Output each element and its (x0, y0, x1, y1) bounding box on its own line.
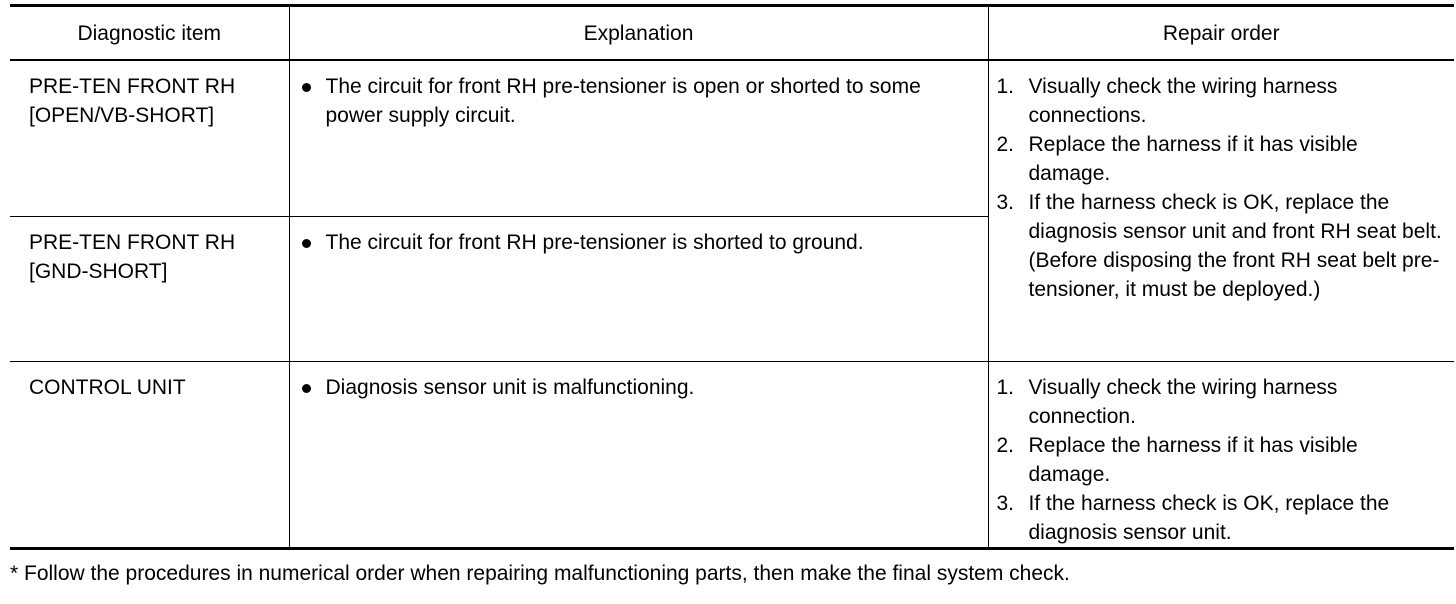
explanation-cell: Diagnosis sensor unit is malfunctioning. (288, 361, 989, 550)
table-row: PRE-TEN FRONT RH [OPEN/VB-SHORT] The cir… (10, 60, 1454, 362)
step-number: 3. (996, 191, 1015, 214)
repair-step: 2. Replace the harness if it has visible… (997, 431, 1443, 489)
diagnostic-item-cell: CONTROL UNIT (10, 361, 290, 550)
diagnostic-item-name: PRE-TEN FRONT RH (29, 231, 236, 254)
repair-steps: 1. Visually check the wiring harness con… (989, 61, 1455, 304)
explanation-text: Diagnosis sensor unit is malfunctioning. (325, 376, 695, 399)
explanation-cell: The circuit for front RH pre-tensioner i… (288, 216, 988, 362)
step-text: Replace the harness if it has visible da… (1028, 133, 1358, 185)
diagnostic-item-name: CONTROL UNIT (29, 376, 186, 399)
step-text: If the harness check is OK, replace the … (1028, 492, 1390, 544)
diagnostic-item-code: [GND-SHORT] (29, 260, 168, 283)
step-text: If the harness check is OK, replace the … (1028, 191, 1442, 243)
table-header-row: Diagnostic item Explanation Repair order (10, 4, 1454, 61)
step-number: 3. (996, 492, 1015, 515)
repair-step: 3. If the harness check is OK, replace t… (997, 188, 1443, 304)
repair-steps: 1. Visually check the wiring harness con… (989, 362, 1455, 547)
header-explanation: Explanation (288, 4, 989, 61)
diagnostic-item-name: PRE-TEN FRONT RH (29, 75, 236, 98)
repair-step: 2. Replace the harness if it has visible… (997, 130, 1443, 188)
diagnostic-item-cell: PRE-TEN FRONT RH [OPEN/VB-SHORT] (10, 60, 290, 217)
diagnostic-item-code: [OPEN/VB-SHORT] (29, 104, 215, 127)
repair-order-cell: 1. Visually check the wiring harness con… (987, 60, 1455, 362)
table-row: CONTROL UNIT Diagnosis sensor unit is ma… (10, 361, 1455, 550)
header-repair-order: Repair order (987, 4, 1454, 61)
step-note: (Before disposing the front RH seat belt… (1028, 249, 1440, 301)
explanation-text: The circuit for front RH pre-tensioner i… (325, 231, 864, 254)
repair-order-cell: 1. Visually check the wiring harness con… (987, 361, 1455, 550)
explanation-cell: The circuit for front RH pre-tensioner i… (288, 60, 989, 217)
step-number: 1. (996, 75, 1015, 98)
step-number: 2. (996, 434, 1015, 457)
repair-step: 1. Visually check the wiring harness con… (997, 373, 1443, 431)
header-diagnostic-item: Diagnostic item (10, 4, 290, 61)
repair-step: 1. Visually check the wiring harness con… (997, 72, 1443, 130)
footnote: * Follow the procedures in numerical ord… (10, 562, 1070, 585)
step-number: 2. (996, 133, 1015, 156)
diagnostic-table: Diagnostic item Explanation Repair order… (10, 4, 1454, 550)
step-text: Replace the harness if it has visible da… (1028, 434, 1358, 486)
step-text: Visually check the wiring harness connec… (1028, 376, 1338, 428)
bullet-icon (300, 373, 326, 402)
step-number: 1. (996, 376, 1015, 399)
diagnostic-item-cell: PRE-TEN FRONT RH [GND-SHORT] (10, 216, 290, 362)
table-row: PRE-TEN FRONT RH [GND-SHORT] The circuit… (10, 216, 1454, 362)
repair-step: 3. If the harness check is OK, replace t… (997, 489, 1443, 547)
document-page: Diagnostic item Explanation Repair order… (10, 4, 1454, 588)
bullet-icon (300, 228, 326, 257)
step-text: Visually check the wiring harness connec… (1028, 75, 1338, 127)
bullet-icon (300, 72, 326, 130)
explanation-text: The circuit for front RH pre-tensioner i… (325, 75, 921, 127)
